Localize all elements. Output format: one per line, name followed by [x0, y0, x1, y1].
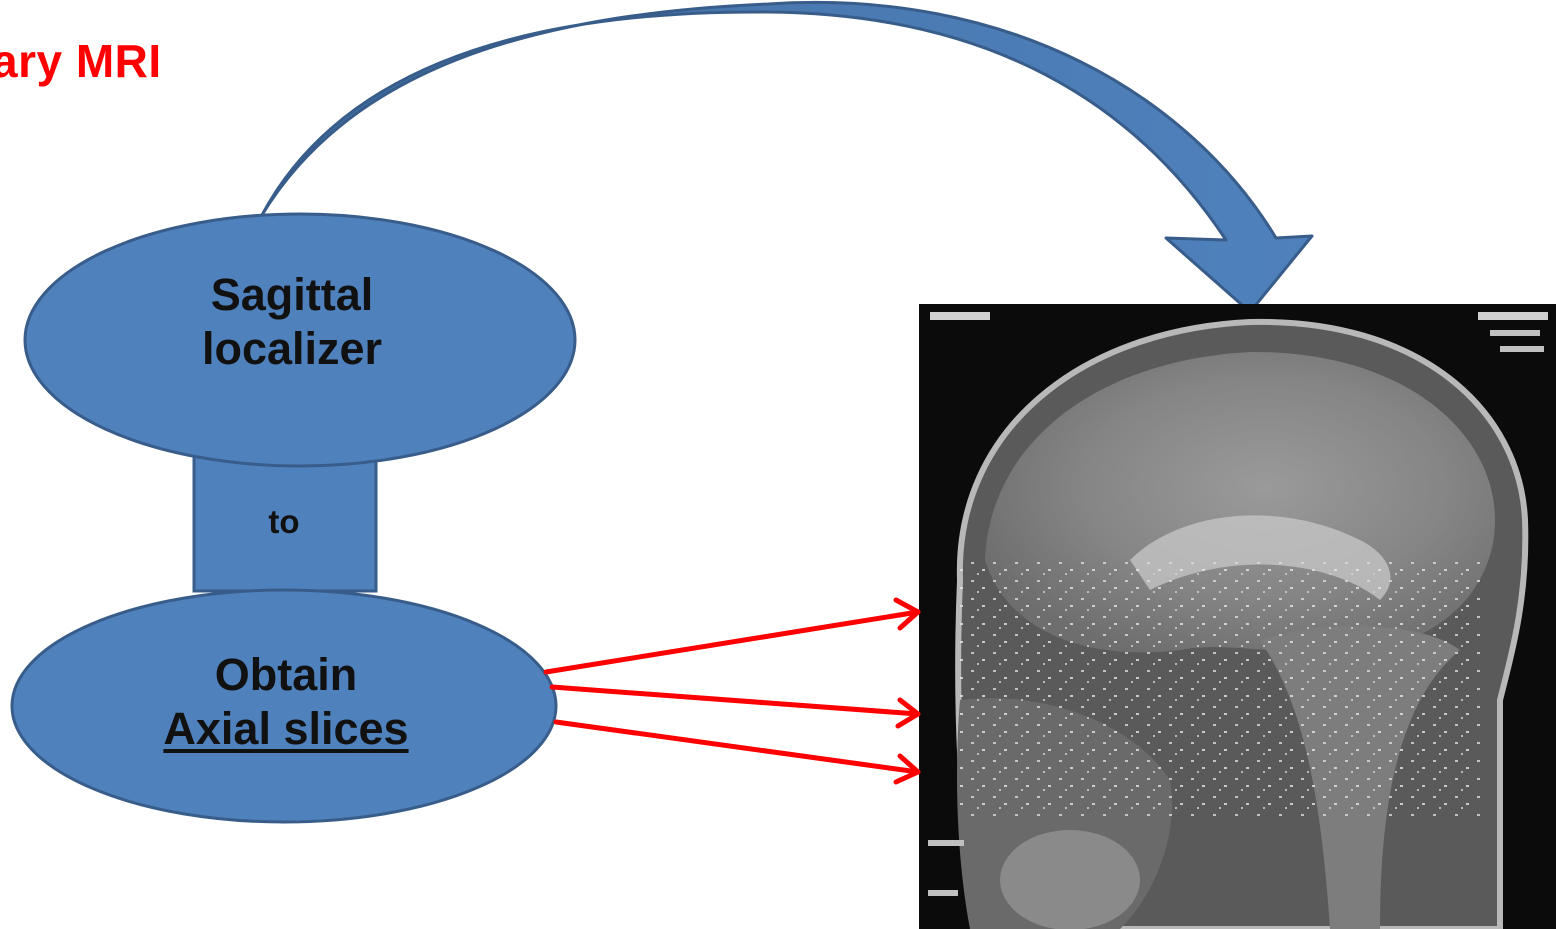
axial-label: Obtain Axial slices: [136, 648, 436, 756]
axial-slice-arrows: [546, 600, 918, 782]
localizer-label-line1: Sagittal: [160, 268, 424, 322]
localizer-label-line2: localizer: [160, 322, 424, 376]
connector-label: to: [192, 502, 376, 542]
slice-arrow-lower: [556, 722, 918, 782]
localizer-label: Sagittal localizer: [160, 268, 424, 376]
slice-arrow-middle: [552, 687, 918, 726]
axial-label-line1: Obtain: [136, 648, 436, 702]
axial-label-line2: Axial slices: [136, 702, 436, 756]
slice-arrow-upper: [546, 600, 918, 672]
sagittal-mri-image: [919, 304, 1556, 929]
